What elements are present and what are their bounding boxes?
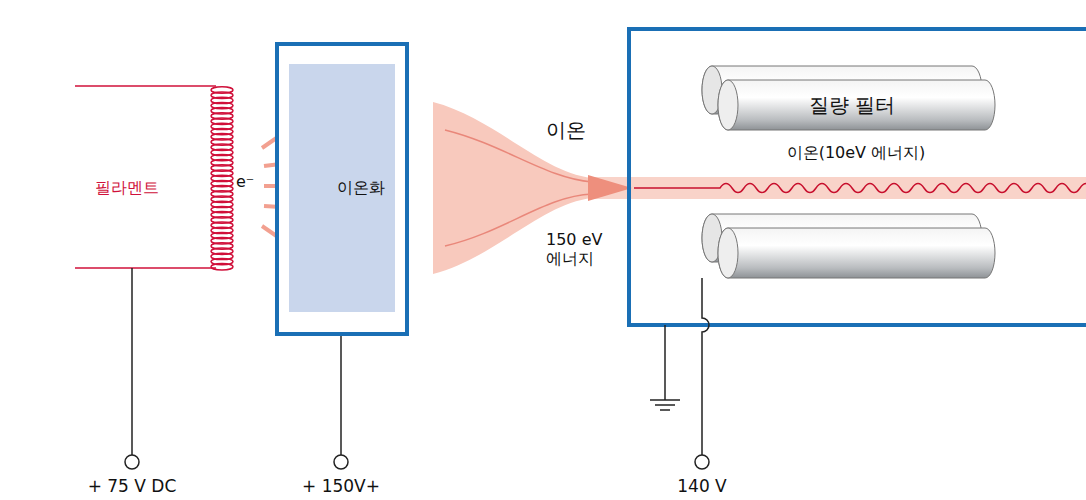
ion-trajectory [634, 184, 1086, 193]
filament-coil [211, 264, 233, 270]
terminal [125, 455, 139, 469]
rod-end [718, 80, 738, 130]
ground-symbol [655, 404, 675, 406]
ion-source-fill [289, 64, 395, 312]
mass-filter-rod: 질량 필터 [718, 80, 986, 130]
rod [718, 80, 995, 130]
terminal [334, 455, 348, 469]
ground-symbol [660, 409, 670, 411]
ion-source-box [277, 44, 407, 334]
rod [718, 228, 995, 278]
voltage-label: 140 V [677, 476, 726, 496]
rod-end [718, 228, 738, 278]
filament-label: 필라멘트 [95, 178, 159, 197]
ground-symbol [650, 399, 680, 401]
ion-energy-label: 이온(10eV 에너지) [787, 143, 926, 162]
beam-arrowhead [588, 175, 632, 201]
ion-label: 이온 [546, 118, 586, 142]
voltage-label: + 150V+ [302, 476, 380, 496]
wire [702, 278, 709, 455]
voltage-label: + 75 V DC [88, 476, 177, 496]
ionization-label: 이온화 [337, 178, 385, 197]
electron-label: e⁻ [236, 172, 254, 191]
wire [340, 336, 342, 455]
filament [75, 86, 233, 270]
filament-lead [75, 267, 216, 269]
terminal [695, 455, 709, 469]
filament-lead [75, 85, 216, 87]
housing [629, 29, 1086, 325]
energy-label: 150 eV 에너지 [546, 230, 618, 268]
mass-filter-label: 질량 필터 [809, 93, 895, 117]
ion-source: 이온화 [275, 42, 409, 336]
wire [664, 325, 666, 400]
wire [131, 268, 133, 455]
quadrupole-rods [702, 66, 995, 278]
